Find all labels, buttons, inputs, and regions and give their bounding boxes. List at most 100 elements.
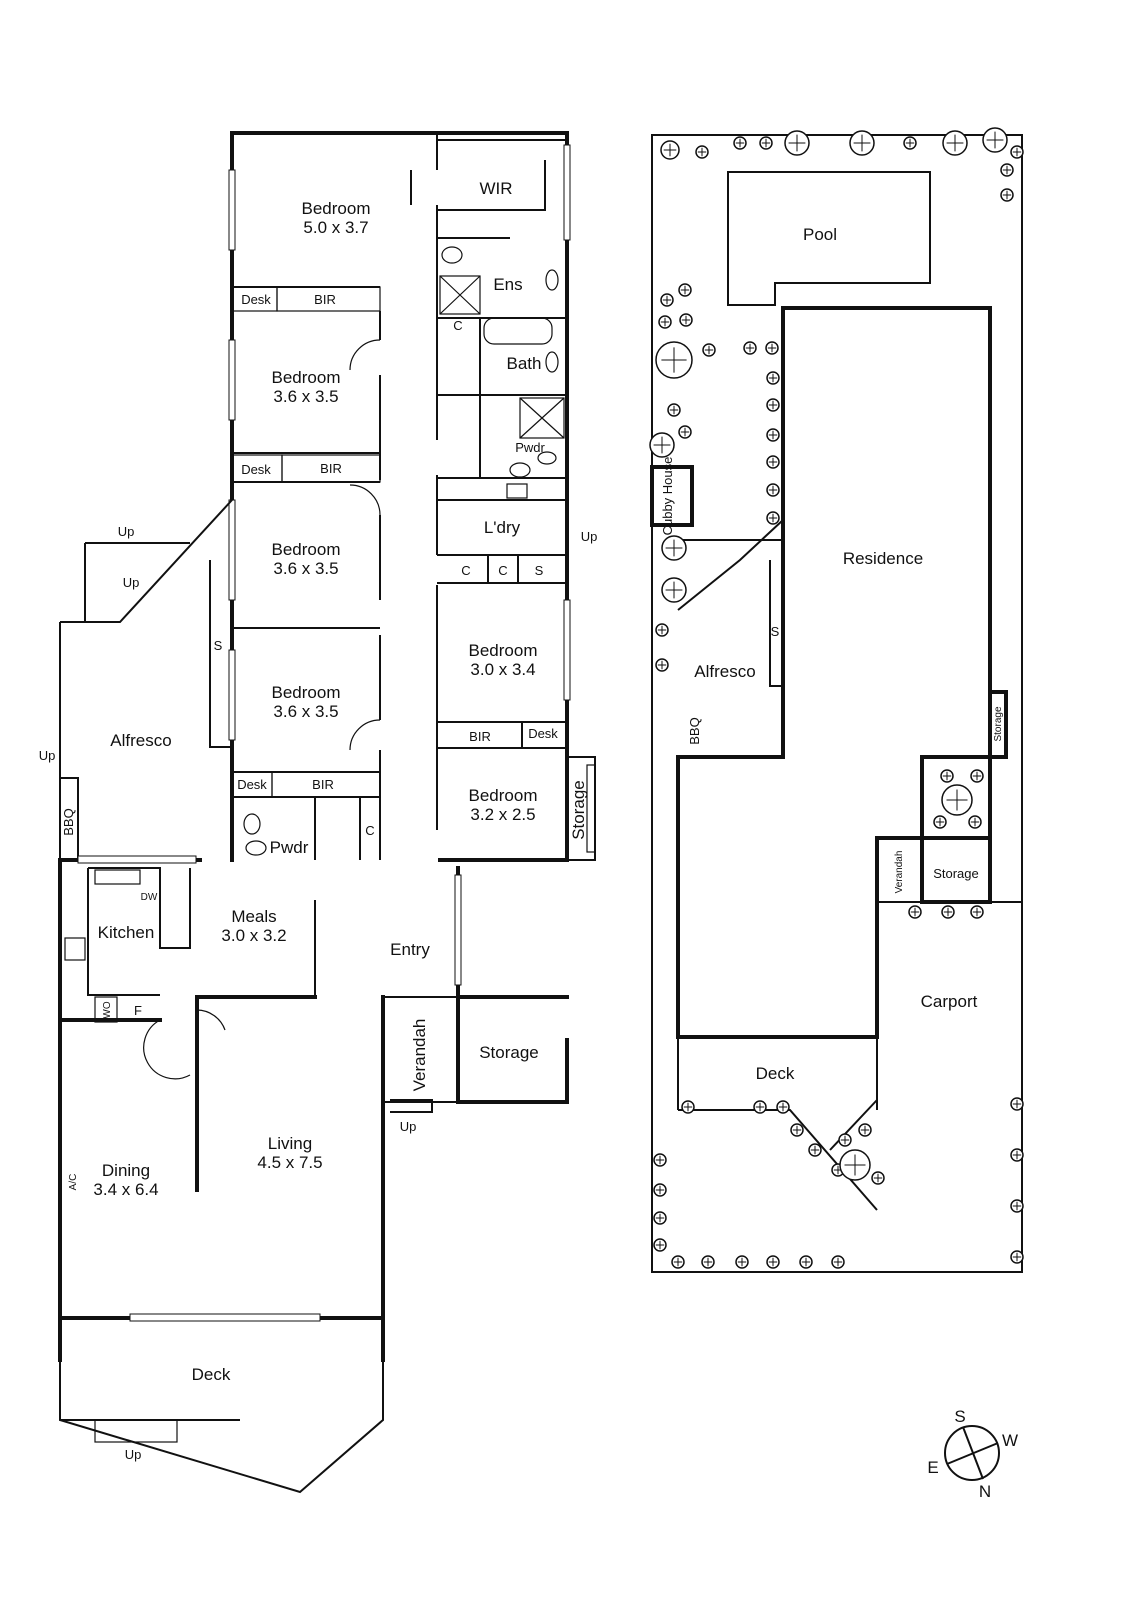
cupboard-label: C bbox=[498, 563, 507, 578]
tree-icon-detail bbox=[662, 295, 672, 305]
pool-outline bbox=[727, 171, 931, 306]
site-storage-small-label: Storage bbox=[993, 706, 1004, 741]
corridor-walls bbox=[379, 250, 438, 860]
storage-walls bbox=[456, 995, 569, 1104]
door-swings bbox=[349, 339, 381, 751]
bedroom-wing-walls bbox=[230, 131, 569, 862]
tree-icon-detail bbox=[761, 138, 771, 148]
window bbox=[77, 855, 197, 864]
bir-label: BIR bbox=[314, 292, 336, 307]
living-size: 4.5 x 7.5 bbox=[257, 1153, 322, 1172]
tree-icon-detail bbox=[767, 343, 777, 353]
laundry-tub bbox=[506, 483, 528, 499]
shower bbox=[439, 275, 481, 315]
bir bbox=[276, 286, 381, 312]
site-deck-label: Deck bbox=[756, 1064, 795, 1083]
bath-label: Bath bbox=[507, 354, 542, 373]
tree-icon-detail bbox=[972, 771, 982, 781]
tree-icon-detail bbox=[697, 147, 707, 157]
tree-icon-detail bbox=[768, 485, 778, 495]
up-label: Up bbox=[125, 1447, 142, 1462]
compass-crossbar bbox=[946, 1442, 999, 1465]
tree-icon-detail bbox=[683, 1102, 693, 1112]
pwdr2-label: Pwdr bbox=[270, 838, 309, 857]
tree-icon-detail bbox=[657, 625, 667, 635]
window bbox=[454, 874, 462, 986]
site-labels: Pool Residence Cubby House Alfresco S BB… bbox=[660, 225, 1004, 1083]
carport-label: Carport bbox=[921, 992, 978, 1011]
tree-icon-detail bbox=[673, 1257, 683, 1267]
bedroom2-label: Bedroom bbox=[272, 368, 341, 387]
compass-west-label: W bbox=[1002, 1431, 1018, 1450]
bir-label: BIR bbox=[312, 777, 334, 792]
tree-icon-detail bbox=[788, 134, 806, 152]
cubby-house-label: Cubby House bbox=[660, 457, 675, 536]
tree-icon-detail bbox=[972, 907, 982, 917]
meals-size: 3.0 x 3.2 bbox=[221, 926, 286, 945]
tree-icon-detail bbox=[665, 539, 683, 557]
tree-icon-detail bbox=[655, 1213, 665, 1223]
step bbox=[94, 1419, 178, 1443]
living-label: Living bbox=[268, 1134, 312, 1153]
window bbox=[228, 169, 236, 251]
cooktop bbox=[64, 937, 86, 961]
laundry-label: L'dry bbox=[484, 518, 521, 537]
tree-icon-detail bbox=[768, 400, 778, 410]
wir-label: WIR bbox=[479, 179, 512, 198]
bedroom5-size: 3.0 x 3.4 bbox=[470, 660, 535, 679]
bedroom5-label: Bedroom bbox=[469, 641, 538, 660]
compass-circle-icon bbox=[944, 1425, 1000, 1481]
tree-icon-detail bbox=[665, 581, 683, 599]
ens-label: Ens bbox=[493, 275, 522, 294]
alfresco-outline bbox=[59, 499, 233, 860]
tree-icon-detail bbox=[970, 817, 980, 827]
house-floor-plan bbox=[58, 131, 596, 1494]
window bbox=[563, 144, 571, 241]
tree-icon-detail bbox=[768, 513, 778, 523]
tree-icon-detail bbox=[755, 1102, 765, 1112]
tree-icon-detail bbox=[745, 343, 755, 353]
tree-icon-detail bbox=[833, 1257, 843, 1267]
tree-icon-detail bbox=[703, 1257, 713, 1267]
dining-size: 3.4 x 6.4 bbox=[93, 1180, 158, 1199]
tree-icon-detail bbox=[1012, 147, 1022, 157]
site-storage-small bbox=[988, 690, 1008, 759]
tree-icon-detail bbox=[840, 1135, 850, 1145]
tree-icon-detail bbox=[680, 427, 690, 437]
shower-drain bbox=[439, 275, 481, 315]
deck-outline-site bbox=[677, 901, 1022, 1211]
up-label: Up bbox=[581, 529, 598, 544]
up-label: Up bbox=[400, 1119, 417, 1134]
bir bbox=[271, 771, 381, 798]
up-label: Up bbox=[118, 524, 135, 539]
tree-icon-detail bbox=[680, 285, 690, 295]
storage2-label: Storage bbox=[479, 1043, 539, 1062]
tree-icon-detail bbox=[1002, 165, 1012, 175]
sliding-door bbox=[129, 1313, 321, 1322]
tree-icon-detail bbox=[1002, 190, 1012, 200]
desk-label: Desk bbox=[528, 726, 558, 741]
tree-icon-detail bbox=[942, 771, 952, 781]
tree-icon-detail bbox=[735, 138, 745, 148]
meals-label: Meals bbox=[231, 907, 276, 926]
basin bbox=[545, 269, 559, 291]
laundry-walls bbox=[437, 499, 567, 583]
tree-icon-detail bbox=[946, 134, 964, 152]
bir bbox=[281, 454, 381, 483]
desk-label: Desk bbox=[237, 777, 267, 792]
cupboard-label: C bbox=[453, 318, 462, 333]
site-alfresco-outline bbox=[677, 519, 784, 687]
window bbox=[228, 339, 236, 421]
tree-icon-detail bbox=[810, 1145, 820, 1155]
tree-icon-detail bbox=[844, 1154, 866, 1176]
compass: S W E N bbox=[927, 1407, 1018, 1501]
tree-icon-detail bbox=[663, 143, 677, 157]
sink bbox=[94, 869, 141, 885]
storage-label: Storage bbox=[569, 780, 588, 840]
cupboard-label: C bbox=[461, 563, 470, 578]
up-label: Up bbox=[39, 748, 56, 763]
tree-icon-detail bbox=[1012, 1150, 1022, 1160]
tree-icon-detail bbox=[660, 317, 670, 327]
bedroom2-size: 3.6 x 3.5 bbox=[273, 387, 338, 406]
window bbox=[228, 499, 236, 601]
